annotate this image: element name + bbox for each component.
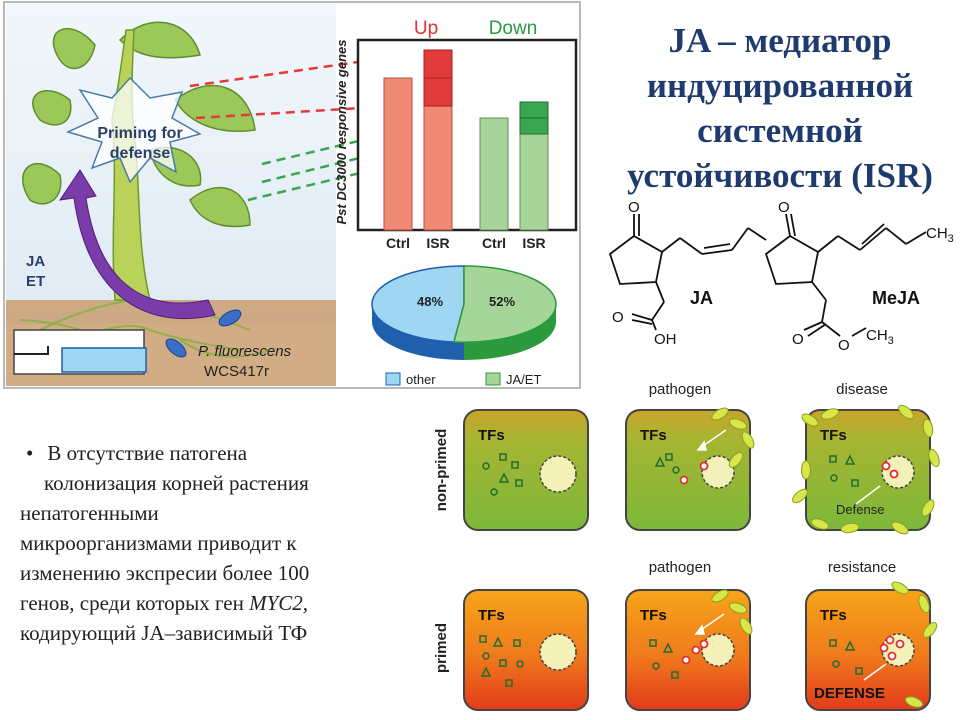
up-label: Up [414,18,438,39]
tfs-label: TFs [820,607,847,624]
bar-down-isr-extra [519,117,549,135]
cell-nonprimed-pathogen [625,409,751,531]
cell-nonprimed [463,409,589,531]
column-header: pathogen [649,381,712,398]
cell-primed-pathogen [625,589,751,711]
bullet-line: генов, среди которых ген MYC2, [20,591,309,615]
pie-chart: 48% 52% other JA/ET [371,265,557,387]
nuclei [539,455,915,671]
signal-arrows [694,429,887,681]
atom-label: OH [654,331,677,348]
bacterium [218,309,242,327]
defense-label: Defense [836,502,884,517]
bullet-line: изменению экспресии более 100 [20,561,310,585]
atom-label: O [838,337,850,354]
bacterium [165,338,187,358]
tfs-label: TFs [478,607,505,624]
bullet-line: микроорганизмами приводит к [20,531,297,555]
legend-label-jaet: JA/ET [506,372,541,387]
bullet-text: •В отсутствие патогена колонизация корне… [20,438,410,648]
title-line: системной [697,111,863,150]
atom-label: O [628,199,640,216]
priming-cell-diagram: non-primed primed pathogen disease patho… [433,381,942,711]
bar-down-ctrl [479,117,509,231]
ja-label: JA [26,253,45,270]
ja-molecule [608,214,767,331]
bullet-line: колонизация корней растения [44,471,309,495]
defense-primed-label: DEFENSE [814,685,885,702]
bar-up-isr-extra [423,77,453,107]
signal-arrow [58,169,216,320]
down-label: Down [489,18,538,39]
atom-label: O [612,309,624,326]
bar-down-isr-extra [519,101,549,119]
bullet-glyph: • [26,441,34,465]
title-line: индуцированной [646,66,914,105]
tfs-label: TFs [478,427,505,444]
promoter-mark [14,346,49,355]
x-tick-label: Ctrl [386,235,410,251]
bar-up-isr-base [423,105,453,231]
leaves [22,21,256,228]
atom-label: O [792,331,804,348]
methyl-label: CH3 [926,225,954,245]
molecule-name-meja: MeJA [872,288,920,308]
legend-label-other: other [406,372,436,387]
pie-side-other [372,304,464,360]
y-axis-label: Pst DC3000 responsive genes [334,40,349,225]
molecule-name-ja: JA [690,288,713,308]
column-header: disease [836,381,888,398]
priming-label: defense [110,145,171,162]
atom-label: O [778,199,790,216]
pie-value-jaet: 52% [489,294,515,309]
legend-swatch-jaet [485,372,501,386]
title-line: JA – медиатор [668,21,892,60]
pie-side-jaet [464,304,556,360]
tfs-label: TFs [640,427,667,444]
bar-down-isr-base [519,133,549,231]
pie-slice-jaet [453,265,557,343]
pie-value-other: 48% [417,294,443,309]
x-tick-label: Ctrl [482,235,506,251]
bacteria-strain: WCS417r [204,363,269,380]
bar-chart: Up Down Pst DC3000 responsive genes Ctrl… [334,18,578,251]
meja-molecule [764,213,927,337]
gene-box [61,347,147,373]
bullet-line: непатогенными [20,501,159,525]
tf-markers [479,453,863,687]
cell-primed-resistance [805,589,931,711]
tfs-label: TFs [820,427,847,444]
x-tick-label: ISR [426,235,449,251]
title-line: устойчивости (ISR) [627,156,933,195]
tfs-label: TFs [640,607,667,624]
priming-label: Priming for [97,125,182,142]
methyl-label: CH3 [866,327,894,347]
column-header: pathogen [649,559,712,576]
gene-name: MYC2, [249,591,309,615]
legend-swatch-other [385,372,401,386]
slide-title: JA – медиатор индуцированной системной у… [600,18,960,198]
bullet-line: •В отсутствие патогена [26,441,248,465]
priming-burst [65,76,202,184]
x-tick-label: ISR [522,235,545,251]
et-label: ET [26,273,45,290]
defense-markers [679,461,905,665]
bar-up-isr-extra [423,49,453,79]
row-label-nonprimed: non-primed [433,429,450,512]
pie-slice-other [371,265,465,343]
bullet-line: кодирующий JA–зависимый ТФ [20,621,308,645]
row-label-primed: primed [433,623,450,673]
bar-up-ctrl [383,77,413,231]
bacteria-name: P. fluorescens [198,343,292,360]
column-header: resistance [828,559,896,576]
cell-primed [463,589,589,711]
